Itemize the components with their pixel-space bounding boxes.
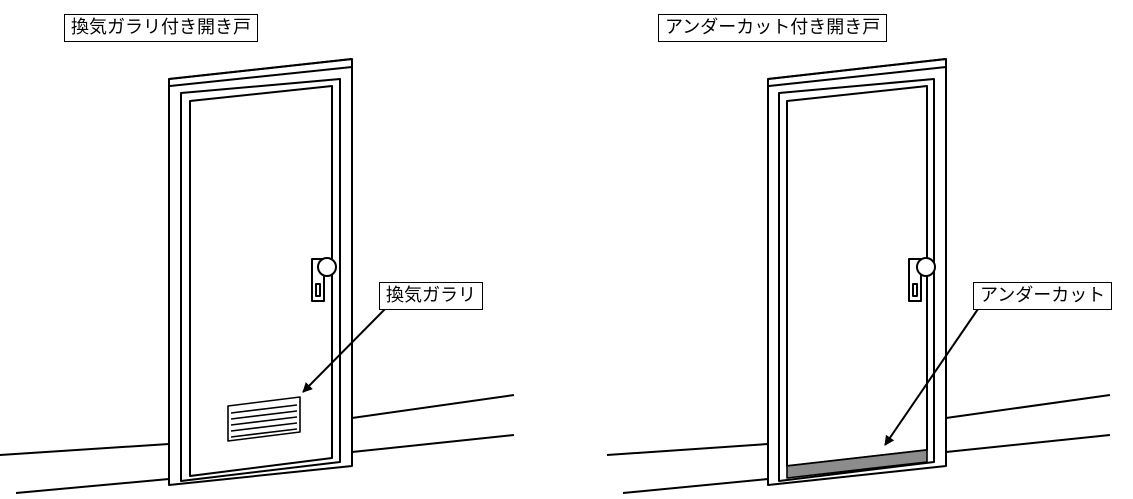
diagram-title-left: 換気ガラリ付き開き戸: [64, 14, 258, 42]
floor-lines: [606, 394, 1111, 494]
door-handle: [908, 257, 936, 302]
callout-label-undercut: アンダーカット: [973, 282, 1113, 310]
diagram-louver-door: [0, 58, 515, 494]
diagram-title-right: アンダーカット付き開き戸: [658, 14, 888, 42]
callout-arrow-right: [884, 308, 979, 446]
floor-lines: [0, 394, 515, 494]
door-frame: [767, 58, 947, 486]
door-handle: [311, 257, 337, 302]
callout-label-louver: 換気ガラリ: [379, 282, 483, 310]
door-frame: [168, 58, 353, 486]
undercut-gap: [786, 449, 928, 479]
louver-vent: [227, 396, 301, 442]
diagram-undercut-door: [606, 58, 1111, 494]
callout-arrow-left: [302, 308, 386, 393]
